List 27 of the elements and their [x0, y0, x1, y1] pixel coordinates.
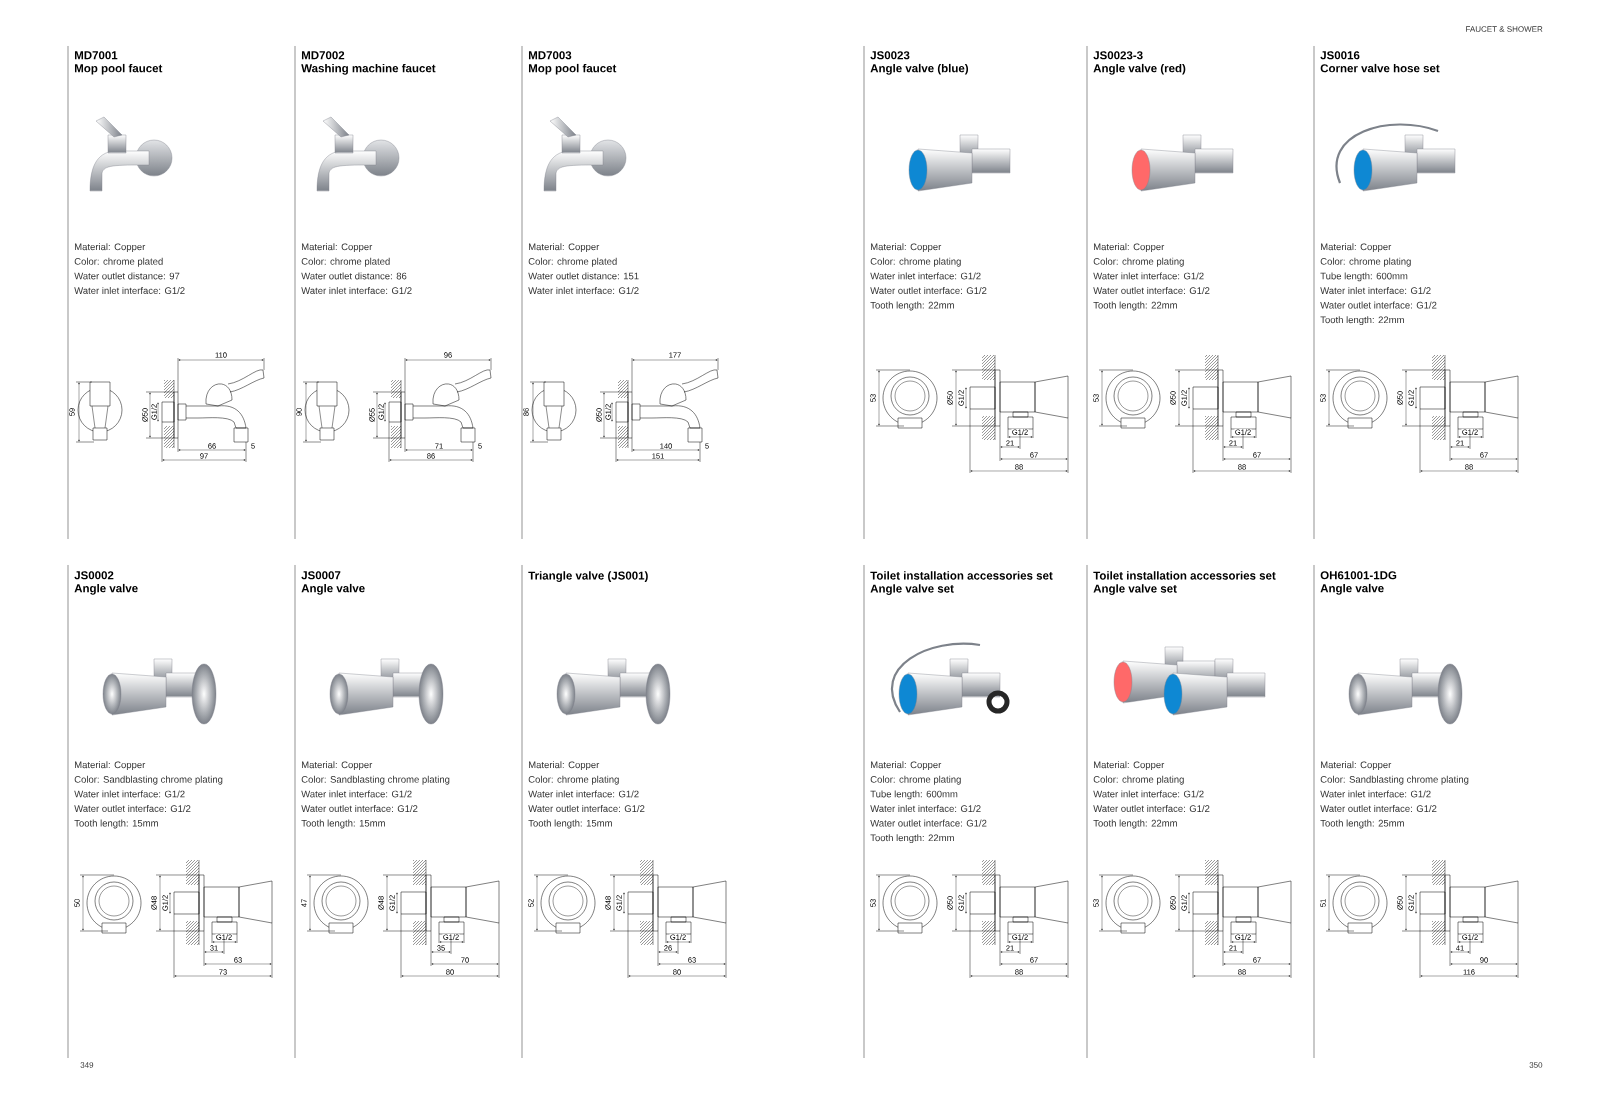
- section-heading: FAUCET & SHOWER: [1466, 26, 1543, 32]
- spec-list: Material: Copper Color: chrome plating Tube length: 600mm Water inlet interface: G1/2 Water outlet interface: G1/2 Tooth length: 22mm: [1320, 243, 1437, 326]
- product-title: JS0023-3 Angle valve (red): [1093, 51, 1186, 75]
- spec-list: Material: Copper Color: chrome plated Water outlet distance: 86 Water inlet interface: G1/2: [301, 243, 412, 294]
- spec-list: Material: Copper Color: chrome plating Water inlet interface: G1/2 Water outlet interface: G1/2 Tooth length: 22mm: [1093, 243, 1210, 311]
- spec-list: Material: Copper Color: chrome plating Tube length: 600mm Water inlet interface: G1/2 Water outlet interface: G1/2 Tooth length: 22mm: [870, 761, 987, 844]
- product-title: Toilet installation accessories set Angle valve set: [870, 571, 1053, 595]
- spec-list: Material: Copper Color: Sandblasting chrome plating Water inlet interface: G1/2 Water outlet interface: G1/2 Tooth length: 25mm: [1320, 761, 1469, 829]
- product-title: JS0016 Corner valve hose set: [1320, 51, 1440, 73]
- product-title: JS0007 Angle valve: [301, 571, 365, 595]
- spec-list: Material: Copper Color: chrome plating Water inlet interface: G1/2 Water outlet interface: G1/2 Tooth length: 22mm: [1093, 761, 1210, 829]
- spec-list: Material: Copper Color: chrome plated Water outlet distance: 151 Water inlet interface: G1/2: [528, 243, 639, 294]
- product-title: MD7001 Mop pool faucet: [75, 51, 163, 75]
- spec-list: Material: Copper Color: Sandblasting chrome plating Water inlet interface: G1/2 Water outlet interface: G1/2 Tooth length: 15mm: [301, 761, 450, 829]
- product-title: JS0023 Angle valve (blue): [870, 51, 969, 75]
- page-number: 350: [1529, 1062, 1543, 1068]
- page-number: 349: [80, 1062, 94, 1068]
- product-title: MD7003 Mop pool faucet: [529, 51, 617, 75]
- product-title: MD7002 Washing machine faucet: [301, 51, 436, 75]
- spec-list: Material: Copper Color: chrome plated Water outlet distance: 97 Water inlet interface: G1/2: [74, 243, 185, 294]
- spec-list: Material: Copper Color: chrome plating Water inlet interface: G1/2 Water outlet interface: G1/2 Tooth length: 15mm: [528, 761, 645, 829]
- spec-list: Material: Copper Color: chrome plating Water inlet interface: G1/2 Water outlet interface: G1/2 Tooth length: 22mm: [870, 243, 987, 311]
- product-title: Toilet installation accessories set Angle valve set: [1093, 571, 1276, 595]
- product-title: OH61001-1DG Angle valve: [1320, 571, 1397, 595]
- product-title: Triangle valve (JS001): [528, 571, 648, 582]
- product-title: JS0002 Angle valve: [74, 571, 138, 595]
- spec-list: Material: Copper Color: Sandblasting chrome plating Water inlet interface: G1/2 Water outlet interface: G1/2 Tooth length: 15mm: [74, 761, 223, 829]
